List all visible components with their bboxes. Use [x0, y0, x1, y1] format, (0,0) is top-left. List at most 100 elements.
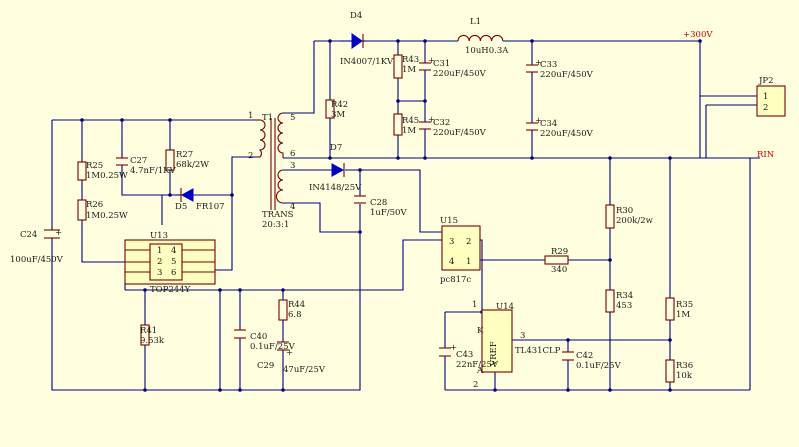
label-r27: R27	[176, 150, 193, 160]
label-r41: R41	[140, 326, 157, 336]
label-u13-pin5: 5	[171, 257, 176, 267]
wire	[193, 156, 255, 196]
label-c40: C40	[250, 332, 267, 342]
junction	[168, 193, 172, 197]
label-t1-pin3: 3	[290, 161, 295, 171]
label-r42: R42	[331, 100, 348, 110]
junction	[668, 156, 672, 160]
ic-u14[interactable]	[481, 309, 513, 373]
resistor-r44[interactable]	[278, 299, 288, 321]
resistor-r34[interactable]	[605, 289, 615, 313]
label-c29-plus: +	[286, 348, 293, 358]
label-u13-pin2: 2	[157, 257, 162, 267]
capacitor-c31[interactable]	[419, 62, 431, 78]
label-u15-pin2: 2	[466, 237, 471, 247]
junction	[281, 388, 285, 392]
junction	[566, 388, 570, 392]
label-c32-plus: +	[428, 115, 435, 125]
capacitor-c28[interactable]	[354, 195, 366, 204]
label-c31: C31	[433, 59, 450, 69]
capacitor-c40[interactable]	[234, 329, 246, 339]
wire	[283, 169, 442, 233]
capacitor-c32[interactable]	[419, 121, 431, 137]
ic-u13[interactable]	[124, 239, 216, 290]
label-r45-value: 1M	[402, 126, 416, 136]
junction	[238, 288, 242, 292]
capacitor-c43[interactable]	[439, 347, 451, 357]
label-u13-pin1: 1	[157, 246, 162, 256]
resistor-r29[interactable]	[544, 255, 569, 265]
wires	[51, 40, 760, 391]
resistor-r30[interactable]	[605, 204, 615, 229]
capacitor-c27[interactable]	[116, 157, 128, 166]
label-u15-pin4: 4	[449, 257, 454, 267]
wire	[215, 195, 233, 271]
label-u15-name: pc817c	[440, 275, 471, 285]
junction	[423, 39, 427, 43]
junction	[281, 288, 285, 292]
connector-jp2[interactable]	[756, 85, 786, 117]
junction	[143, 388, 147, 392]
label-r36-value: 10k	[676, 371, 693, 381]
resistor-r27[interactable]	[165, 149, 175, 171]
resistor-r35[interactable]	[665, 297, 675, 321]
wire	[51, 120, 361, 391]
diode-d4[interactable]	[340, 33, 366, 49]
label-t1: T1	[262, 113, 273, 123]
label-t1-pin1: 1	[248, 111, 253, 121]
label-jp2-pin1: 1	[763, 92, 768, 102]
label-u13-pin4: 4	[171, 246, 176, 256]
resistor-r36[interactable]	[665, 359, 675, 383]
label-jp2-pin2: 2	[763, 103, 768, 113]
label-c42: C42	[576, 351, 593, 361]
label-u14-name: TL431CLP	[515, 346, 561, 356]
label-c33: C33	[540, 60, 557, 70]
label-d5: D5	[175, 202, 187, 212]
label-c24-value: 100uF/450V	[10, 255, 64, 265]
junction	[80, 118, 84, 122]
capacitor-c24[interactable]	[44, 229, 60, 250]
inductor-l1[interactable]	[457, 34, 504, 42]
label-c31-value: 220uF/450V	[433, 69, 487, 79]
label-u13-name: TOP244Y	[150, 285, 191, 295]
label-d4-value: IN4007/1KV	[340, 57, 394, 67]
label-c43: C43	[456, 350, 473, 360]
label-u15-pin3: 3	[449, 237, 454, 247]
label-l1: L1	[470, 17, 481, 27]
junction	[396, 99, 400, 103]
label-r36: R36	[676, 361, 693, 371]
label-u14-k: K	[477, 326, 484, 336]
capacitor-c34[interactable]	[526, 122, 538, 138]
junction	[423, 99, 427, 103]
resistor-r25[interactable]	[77, 161, 87, 181]
label-c42-value: 0.1uF/25V	[576, 361, 622, 371]
optocoupler-u15[interactable]	[441, 225, 481, 271]
diode-d5[interactable]	[175, 188, 194, 202]
capacitor-c33[interactable]	[526, 64, 538, 80]
label-c43-plus: +	[450, 343, 457, 353]
capacitor-c42[interactable]	[562, 351, 574, 361]
label-u13-pin6: 6	[171, 268, 176, 278]
label-c28: C28	[370, 198, 387, 208]
resistor-r42[interactable]	[325, 99, 335, 119]
capacitor-c29[interactable]	[277, 341, 289, 351]
resistor-r41[interactable]	[140, 324, 150, 346]
wire	[480, 239, 483, 312]
resistor-r26[interactable]	[77, 199, 87, 221]
label-r41-value: 9.53k	[140, 336, 165, 346]
wire	[705, 104, 757, 158]
resistor-r43[interactable]	[393, 54, 403, 79]
label-r45: R45	[402, 116, 419, 126]
label-plus300v: +300V	[683, 30, 713, 40]
diode-d7[interactable]	[331, 163, 345, 177]
transformer-t1[interactable]	[255, 112, 284, 210]
label-c27: C27	[130, 156, 147, 166]
label-t1-pin6: 6	[290, 149, 295, 159]
junction	[530, 39, 534, 43]
label-c40-value: 0.1uF/25V	[250, 342, 296, 352]
resistor-r45[interactable]	[393, 113, 403, 136]
junction	[120, 118, 124, 122]
wire	[125, 239, 442, 291]
label-r35: R35	[676, 300, 693, 310]
